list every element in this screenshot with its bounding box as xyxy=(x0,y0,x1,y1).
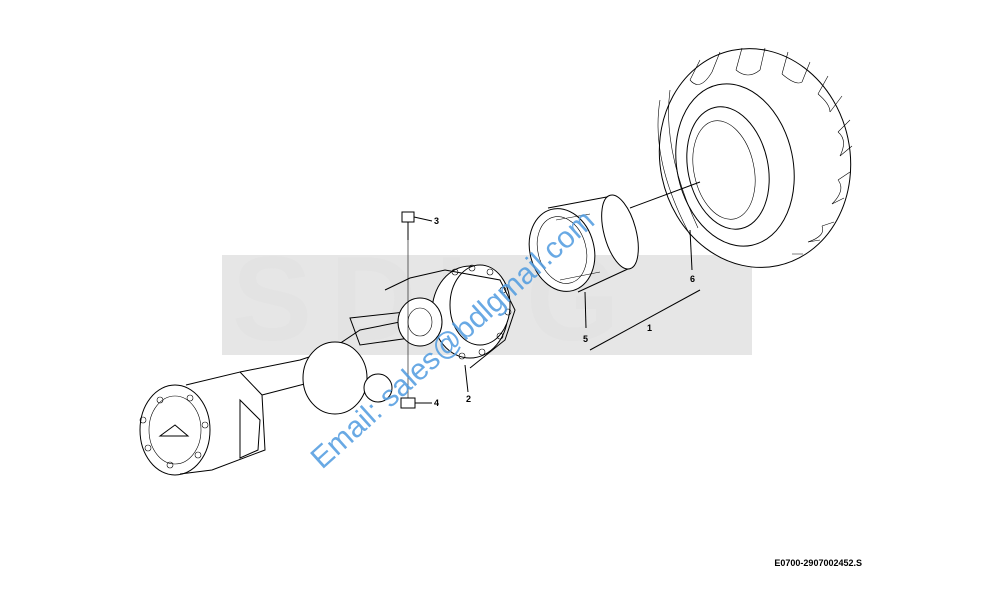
tire-part-6 xyxy=(657,47,853,268)
axle-assembly xyxy=(139,264,516,476)
callout-1: 1 xyxy=(647,323,652,333)
rim-part-5 xyxy=(528,194,639,293)
callout-5: 5 xyxy=(583,334,588,344)
callout-2: 2 xyxy=(466,394,471,404)
callout-labels: 1 2 3 4 5 6 xyxy=(434,216,695,408)
leader-lines xyxy=(413,181,701,404)
callout-3: 3 xyxy=(434,216,439,226)
callout-4: 4 xyxy=(434,398,439,408)
callout-6: 6 xyxy=(690,274,695,284)
drawing-id: E0700-2907002452.S xyxy=(774,558,862,568)
